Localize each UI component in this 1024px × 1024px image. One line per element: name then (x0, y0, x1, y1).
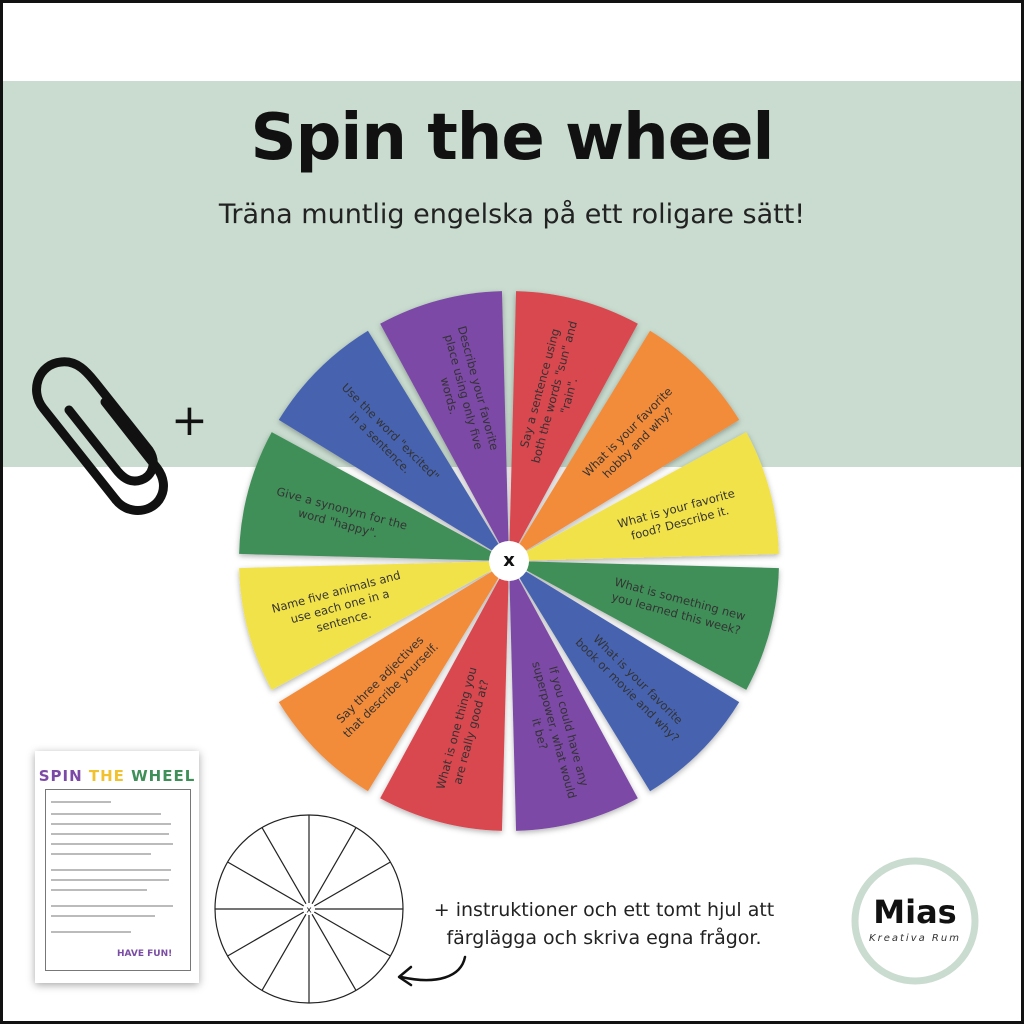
instruction-sheet-title: SPIN THE WHEEL (38, 767, 196, 785)
blank-wheel-spoke (311, 827, 357, 905)
wheel-hub (489, 541, 529, 581)
blank-wheel-spoke (311, 913, 357, 991)
spin-wheel: Say a sentence usingboth the words "sun"… (239, 291, 779, 831)
blank-wheel-spoke (227, 911, 305, 957)
page-subtitle: Träna muntlig engelska på ett roligare s… (218, 199, 806, 230)
extras-note: + instruktioner och ett tomt hjul att fä… (433, 899, 775, 949)
curved-arrow-icon (397, 955, 467, 987)
blank-wheel: x (214, 814, 404, 1004)
blank-wheel-spoke (227, 861, 305, 907)
logo-tagline: Kreativa Rum (869, 933, 961, 944)
wheel-segment (519, 571, 740, 792)
plus-sign: + (171, 395, 208, 446)
wheel-segment (239, 561, 492, 690)
page-title: Spin the wheel (250, 101, 775, 175)
header-band (3, 81, 1021, 467)
wheel-segment (278, 571, 499, 792)
instruction-sheet-thumbnail: SPIN THE WHEEL HAVE FUN! (35, 751, 199, 983)
logo-ring (851, 857, 979, 985)
wheel-segment (380, 578, 509, 831)
logo-name: Mias (873, 893, 957, 931)
wheel-segment (509, 578, 638, 831)
blank-wheel-center: x (306, 906, 312, 916)
blank-wheel-spoke (261, 827, 307, 905)
instruction-sheet-footer: HAVE FUN! (117, 949, 173, 959)
blank-wheel-spoke (261, 913, 307, 991)
wheel-segment (509, 291, 638, 544)
wheel-segment (278, 330, 499, 551)
paperclip-icon (32, 357, 168, 515)
wheel-segment (526, 561, 779, 690)
wheel-segment (526, 432, 779, 561)
blank-wheel-spoke (313, 911, 391, 957)
blank-wheel-spoke (313, 861, 391, 907)
wheel-segment (239, 432, 492, 561)
wheel-center-mark: x (503, 550, 515, 571)
wheel-segment (519, 330, 740, 551)
instruction-sheet-box (45, 789, 191, 971)
wheel-segment (380, 291, 509, 544)
